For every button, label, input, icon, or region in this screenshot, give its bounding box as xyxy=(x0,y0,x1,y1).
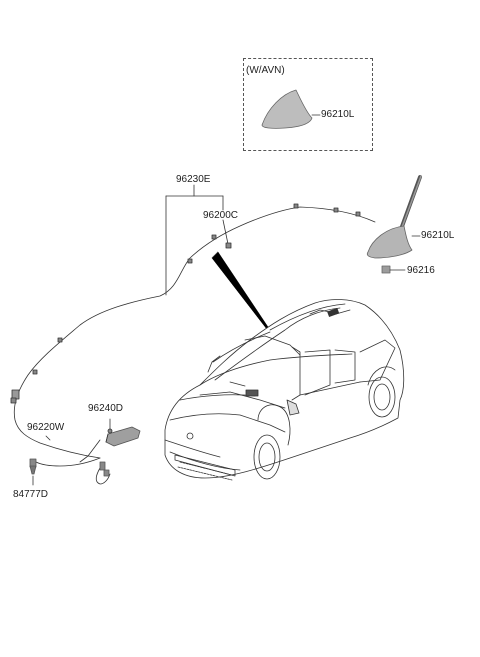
clip-84777D xyxy=(29,465,37,486)
part-label-96240D: 96240D xyxy=(88,403,124,414)
part-label-96220W: 96220W xyxy=(27,422,65,433)
inset-label: (W/AVN) xyxy=(246,65,285,76)
part-label-96200C: 96200C xyxy=(203,210,239,221)
antenna-amplifier-96240D xyxy=(29,418,141,477)
callout-bracket-96230E xyxy=(165,184,229,296)
shark-fin-antenna-inset xyxy=(261,89,321,129)
shark-fin-antenna-main xyxy=(366,175,422,274)
part-label-96210L: 96210L xyxy=(421,230,455,241)
antenna-gasket-96216 xyxy=(381,265,391,274)
leader-line xyxy=(45,435,51,441)
avn-inset-box xyxy=(243,58,373,151)
vehicle-body xyxy=(164,299,405,481)
part-label-84777D: 84777D xyxy=(13,489,49,500)
part-label-96210L-inset: 96210L xyxy=(321,109,355,120)
mounting-arrow xyxy=(211,251,271,331)
connector-96200C xyxy=(225,242,232,249)
antenna-cable xyxy=(10,203,376,485)
part-label-96230E: 96230E xyxy=(176,174,211,185)
part-label-96216: 96216 xyxy=(407,265,435,276)
roof-antenna-mount xyxy=(327,308,340,317)
